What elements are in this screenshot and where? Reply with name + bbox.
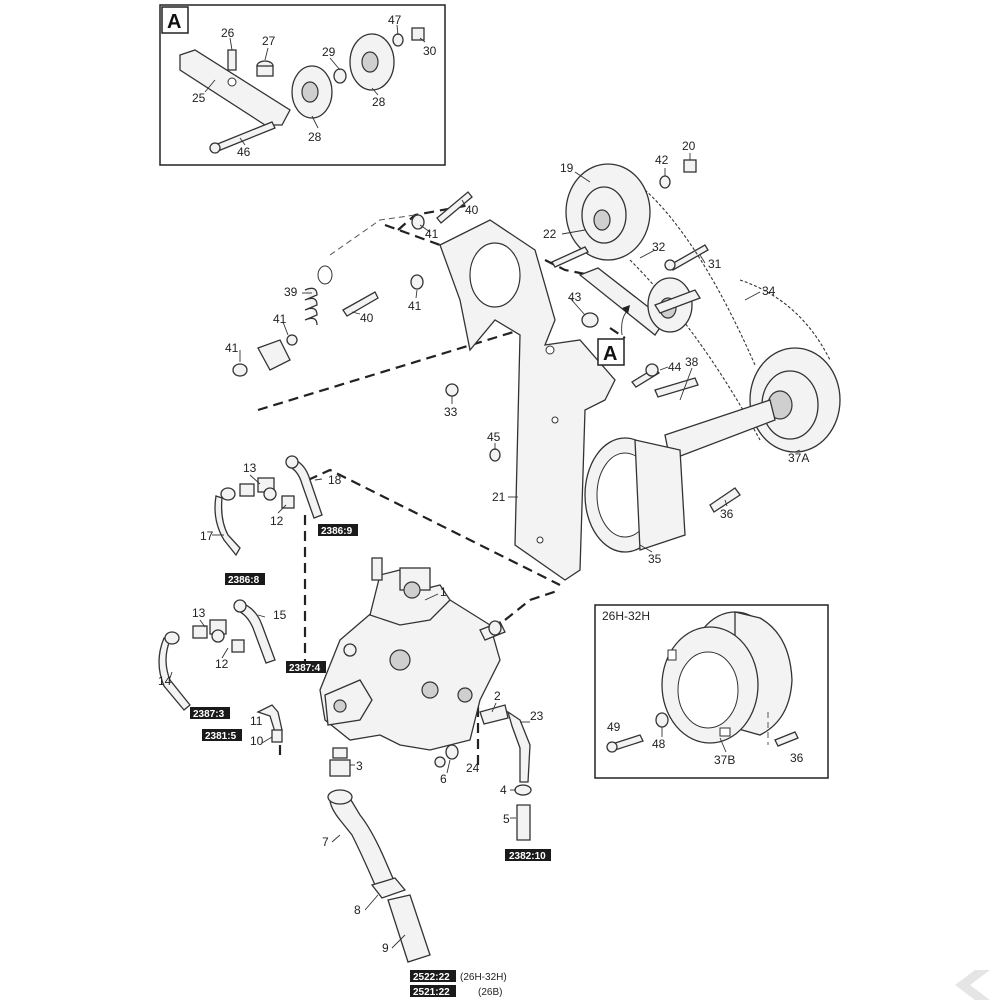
callout-28-front: 28	[308, 130, 322, 144]
callout-11: 11	[250, 714, 263, 728]
ref-2522-22: 2522:22	[413, 972, 450, 983]
tension-spring-39	[304, 287, 318, 326]
lower-hose-group: 13 15 12 14 11 10	[158, 599, 287, 748]
callout-32: 32	[652, 240, 666, 254]
callout-7: 7	[322, 835, 329, 849]
callout-26: 26	[221, 26, 235, 40]
callout-12-lower: 12	[215, 657, 229, 671]
callout-45: 45	[487, 430, 501, 444]
callout-17: 17	[200, 529, 214, 543]
callout-24: 6	[440, 772, 447, 786]
inset-variant-title: 26H-32H	[602, 609, 650, 623]
callout-41-left: 41	[273, 312, 287, 326]
callout-23: 24	[466, 761, 480, 775]
callout-8: 8	[354, 903, 361, 917]
callout-13-lower: 13	[192, 606, 206, 620]
callout-40-left: 40	[360, 311, 374, 325]
callout-6: 3	[356, 759, 363, 773]
callout-15: 15	[273, 608, 287, 622]
ref-2386-9: 2386:9	[321, 526, 353, 537]
callout-36-inset: 36	[790, 751, 804, 765]
callout-35: 35	[648, 552, 662, 566]
mounting-plate-21	[439, 219, 616, 581]
note-26b: (26B)	[478, 987, 502, 998]
callout-39: 39	[284, 285, 298, 299]
callout-31: 31	[708, 257, 722, 271]
callout-12-upper: 12	[270, 514, 284, 528]
callout-37b: 37B	[714, 753, 735, 767]
callout-10: 10	[250, 734, 264, 748]
inset-26h-32h-panel: 26H-32H 49 48 37B 36	[594, 604, 829, 779]
callout-3: 23	[530, 709, 544, 723]
callout-29: 29	[322, 45, 336, 59]
callout-4: 4	[500, 783, 507, 797]
callout-33: 33	[444, 405, 458, 419]
inset-a-title: A	[167, 11, 181, 33]
callout-41-mid: 41	[408, 299, 422, 313]
callout-2: 2	[494, 689, 501, 703]
ref-2387-4: 2387:4	[289, 663, 321, 674]
callout-9: 9	[382, 941, 389, 955]
callout-36: 36	[720, 507, 734, 521]
callout-40-top: 40	[465, 203, 479, 217]
callout-42: 42	[655, 153, 669, 167]
callout-5: 5	[503, 812, 510, 826]
reference-tags: 2386:9 2386:8 2387:4 2387:3 2381:5 2382:…	[190, 524, 551, 998]
callout-47: 47	[388, 13, 402, 27]
hydraulic-pump-1: 1	[319, 557, 506, 751]
callout-41-far-left: 41	[225, 341, 239, 355]
callout-30: 30	[423, 44, 437, 58]
callout-a-marker: A	[603, 343, 617, 365]
ref-2521-22: 2521:22	[413, 987, 450, 998]
ref-2386-8: 2386:8	[228, 575, 260, 586]
ref-2381-5: 2381:5	[205, 731, 237, 742]
callout-37a: 37A	[788, 451, 809, 465]
callout-28-rear: 28	[372, 95, 386, 109]
ref-2382-10: 2382:10	[509, 851, 546, 862]
pump-fittings: 3 6 24 2 23 4 5 7 8 9	[322, 689, 544, 963]
callout-21: 21	[492, 490, 506, 504]
callout-13-upper: 13	[243, 461, 257, 475]
bracket-arm-25	[179, 49, 291, 126]
inset-a-panel: A 26 27 47 30 29 25 28	[159, 4, 446, 166]
callout-27: 27	[262, 34, 276, 48]
callout-19: 19	[560, 161, 574, 175]
corner-logo-mark	[955, 970, 990, 1000]
callout-14: 14	[158, 674, 172, 688]
callout-22: 22	[543, 227, 557, 241]
callout-34: 34	[762, 284, 776, 298]
callout-25: 25	[192, 91, 206, 105]
callout-44: 44	[668, 360, 682, 374]
callout-38: 38	[685, 355, 699, 369]
note-26h-32h: (26H-32H)	[460, 972, 507, 983]
callout-49: 49	[607, 720, 621, 734]
ref-2387-3: 2387:3	[193, 709, 225, 720]
upper-hose-group	[212, 455, 323, 557]
callout-1: 1	[440, 585, 447, 599]
callout-43: 43	[568, 290, 582, 304]
callout-48: 48	[652, 737, 666, 751]
callout-41-top: 41	[425, 227, 439, 241]
callout-46: 46	[237, 145, 251, 159]
main-assembly: A	[200, 139, 841, 765]
callout-20: 20	[682, 139, 696, 153]
callout-18: 18	[328, 473, 342, 487]
